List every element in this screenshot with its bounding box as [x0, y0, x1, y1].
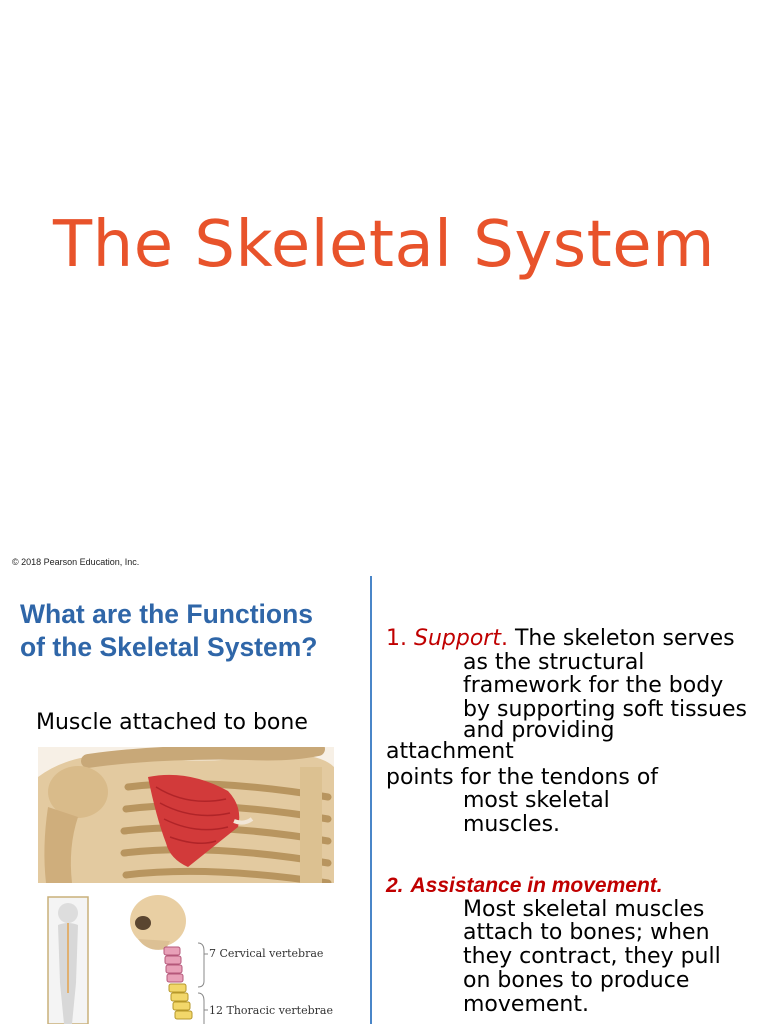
function-1-term-punct: .: [500, 626, 508, 651]
function-support: 1. Support. The skeleton serves as the s…: [386, 627, 756, 837]
function-1-line: by supporting soft tissues: [463, 697, 747, 723]
function-1-line: as the structural: [463, 649, 645, 675]
function-1-line: The skeleton serves: [514, 626, 735, 651]
function-2-term: Assistance in movement: [410, 874, 657, 897]
function-1-line: attachment: [386, 738, 514, 764]
image-caption: Muscle attached to bone: [36, 710, 308, 735]
function-1-line: framework for the body: [463, 673, 724, 699]
section-heading: What are the Functions of the Skeletal S…: [20, 598, 370, 664]
function-2-line: attach to bones; when: [463, 920, 710, 946]
function-1-number: 1.: [386, 626, 407, 651]
function-1-first-line: 1. Support. The skeleton serves: [386, 627, 756, 651]
function-2-number: 2.: [386, 874, 404, 897]
function-2-term-punct: .: [656, 874, 663, 897]
function-2-line: movement.: [463, 991, 589, 1017]
heading-line-1: What are the Functions: [20, 599, 313, 629]
cervical-vertebrae-label: 7 Cervical vertebrae: [209, 947, 323, 960]
spine-illustration: 7 Cervical vertebrae 12 Thoracic vertebr…: [38, 893, 334, 1024]
shoulder-muscle-illustration: [38, 747, 334, 883]
function-1-term: Support: [414, 626, 501, 651]
function-1-line: points for the tendons of: [386, 764, 659, 790]
function-2-line: they contract, they pull: [463, 944, 721, 970]
heading-line-2: of the Skeletal System?: [20, 632, 318, 662]
function-2-line: Most skeletal muscles: [463, 896, 705, 922]
function-2-line: on bones to produce: [463, 967, 690, 993]
column-divider: [370, 576, 372, 1024]
function-1-line: most skeletal: [463, 788, 610, 814]
copyright-notice: © 2018 Pearson Education, Inc.: [12, 557, 140, 567]
slide-title: The Skeletal System: [53, 208, 715, 282]
function-1-line: and providing: [463, 717, 615, 743]
function-1-line: muscles.: [463, 811, 561, 837]
function-2-header: 2. Assistance in movement.: [386, 874, 756, 898]
function-assistance-in-movement: 2. Assistance in movement. Most skeletal…: [386, 874, 756, 1016]
thoracic-vertebrae-label: 12 Thoracic vertebrae: [209, 1004, 333, 1017]
